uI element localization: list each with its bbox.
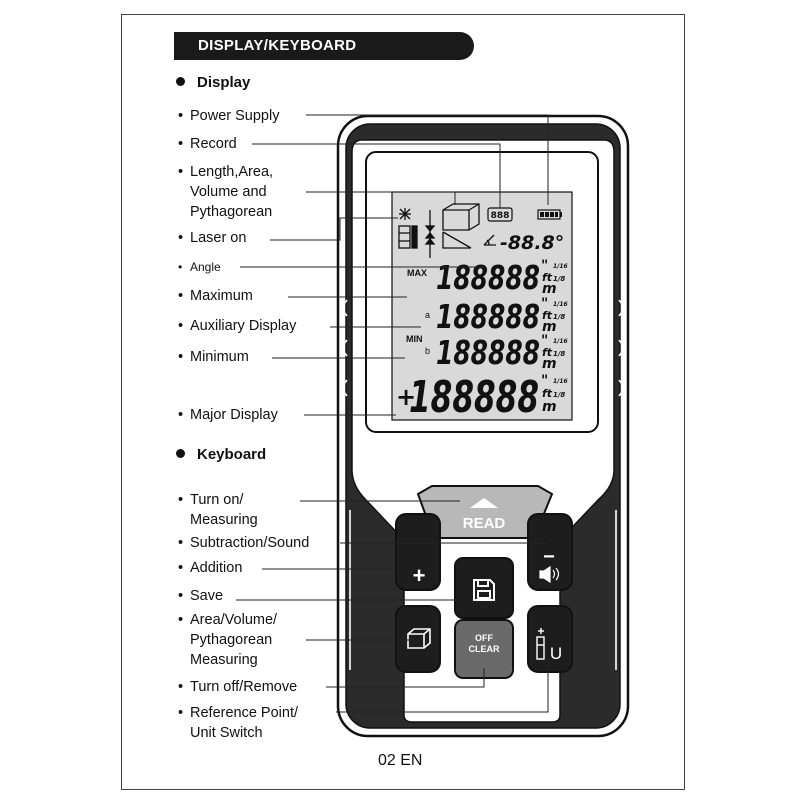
length-area-volume-icon: [442, 203, 480, 249]
keyboard-heading: Keyboard: [176, 446, 266, 463]
label-turn-off: •Turn off/Remove: [178, 679, 298, 695]
label-subtraction-sound: •Subtraction/Sound: [178, 535, 310, 551]
plus-label: +: [413, 563, 426, 588]
bullet-icon: [176, 77, 185, 86]
page-frame: [121, 14, 685, 790]
addition-key[interactable]: +: [395, 513, 441, 591]
measure-arrows-icon: [424, 210, 436, 258]
svg-text:ft: ft: [542, 387, 553, 400]
label-record: •Record: [178, 136, 237, 152]
svg-text:1/8: 1/8: [553, 275, 565, 283]
svg-text:": ": [541, 258, 548, 274]
svg-text:m: m: [542, 281, 557, 297]
max-tag: MAX: [407, 268, 427, 278]
sign-indicator: +: [396, 383, 416, 411]
bullet-icon: [176, 449, 185, 458]
angle-icon: [483, 234, 496, 246]
svg-text:1/16: 1/16: [553, 301, 568, 308]
reference-unit-key[interactable]: U: [527, 605, 573, 673]
label-major-display: •Major Display: [178, 407, 278, 423]
svg-text:": ": [541, 296, 548, 312]
clear-label: CLEAR: [469, 644, 500, 654]
reference-point-key-icon: [536, 628, 545, 660]
min-readout: 188888: [436, 333, 540, 372]
aux-a-tag: a: [425, 310, 430, 320]
svg-text:1/8: 1/8: [553, 391, 565, 399]
svg-text:1/16: 1/16: [553, 263, 568, 270]
svg-text:m: m: [542, 399, 557, 415]
side-grips: [340, 299, 626, 670]
label-laser-on: •Laser on: [178, 230, 247, 246]
label-addition: •Addition: [178, 560, 243, 576]
svg-text:1/16: 1/16: [553, 338, 568, 345]
svg-text:ft: ft: [542, 346, 553, 359]
max-readout: 188888: [436, 258, 540, 297]
aux-b-tag: b: [425, 346, 430, 356]
subtraction-sound-key[interactable]: −: [527, 513, 573, 591]
svg-text:": ": [541, 373, 548, 389]
page-number: 02 EN: [378, 752, 423, 769]
svg-text:": ": [541, 333, 548, 349]
leader-lines: [236, 114, 549, 713]
svg-text:1/16: 1/16: [553, 378, 568, 385]
laser-on-icon: [399, 208, 411, 220]
battery-icon: [537, 209, 562, 220]
major-readout: 188888: [409, 372, 539, 423]
save-key[interactable]: [454, 557, 514, 619]
area-volume-key[interactable]: [395, 605, 441, 673]
record-indicator: 888: [491, 211, 510, 221]
label-angle: •Angle: [178, 260, 221, 274]
read-key-label: READ: [463, 515, 506, 532]
lcd-screen: [391, 191, 573, 421]
unit-indicators: " 1/16 ft 1/8 m " 1/16 ft 1/8 m " 1/16 f…: [541, 258, 568, 415]
minus-label: −: [543, 546, 555, 568]
label-reference-point: •Reference Point/Unit Switch: [178, 705, 299, 741]
label-maximum: •Maximum: [178, 288, 253, 304]
reference-point-icon: [398, 225, 418, 249]
min-tag: MIN: [406, 334, 423, 344]
label-minimum: •Minimum: [178, 349, 249, 365]
svg-text:1/8: 1/8: [553, 350, 565, 358]
svg-text:ft: ft: [542, 309, 553, 322]
svg-text:1/8: 1/8: [553, 313, 565, 321]
area-volume-icon: [407, 628, 431, 649]
label-power-supply: •Power Supply: [178, 108, 280, 124]
svg-text:m: m: [542, 356, 557, 372]
svg-text:m: m: [542, 319, 557, 335]
off-label: OFF: [475, 633, 493, 643]
save-icon: [473, 579, 495, 601]
label-save: •Save: [178, 588, 224, 604]
display-heading: Display: [176, 74, 250, 91]
angle-readout: -88.8°: [500, 232, 564, 254]
svg-text:ft: ft: [542, 271, 553, 284]
sound-icon: [539, 565, 560, 584]
label-turn-on: •Turn on/Measuring: [178, 492, 258, 528]
label-auxiliary-display: •Auxiliary Display: [178, 318, 297, 334]
unit-label: U: [550, 644, 562, 663]
section-banner: DISPLAY/KEYBOARD: [174, 32, 474, 60]
aux-readout: 188888: [436, 297, 540, 336]
